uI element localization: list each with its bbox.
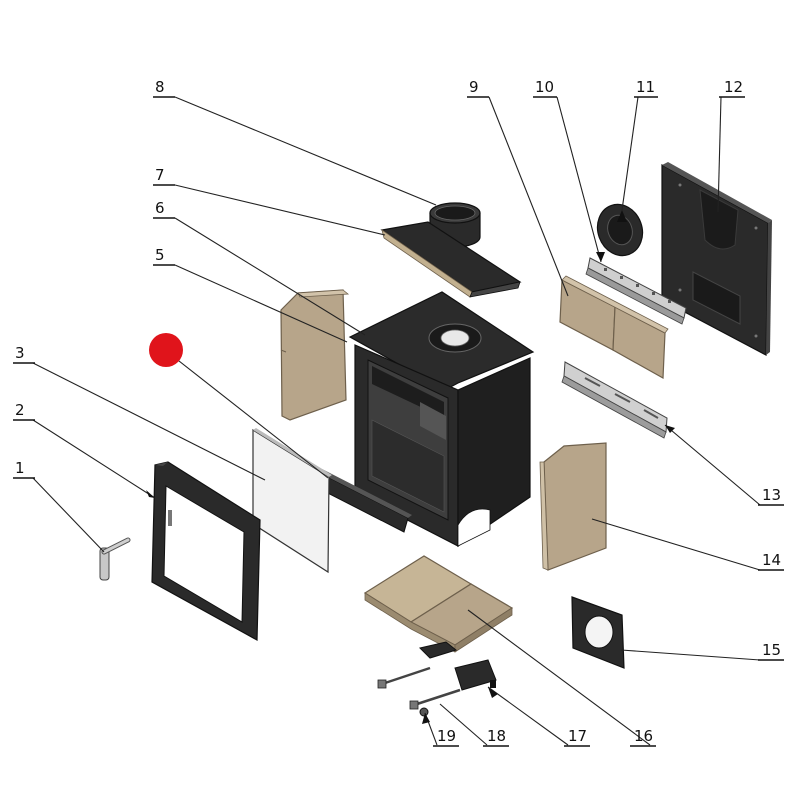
label-7: 7 <box>153 166 175 186</box>
svg-text:6: 6 <box>155 199 165 217</box>
svg-text:5: 5 <box>155 246 165 264</box>
label-17: 17 <box>564 727 590 747</box>
baffle-bracket <box>561 361 668 439</box>
label-14: 14 <box>758 551 784 571</box>
label-3: 3 <box>13 344 35 364</box>
svg-text:13: 13 <box>762 486 781 504</box>
svg-text:8: 8 <box>155 78 165 96</box>
svg-text:12: 12 <box>724 78 743 96</box>
side-brick-left <box>280 289 350 421</box>
svg-text:18: 18 <box>487 727 506 745</box>
svg-text:17: 17 <box>568 727 587 745</box>
label-1: 1 <box>13 459 35 479</box>
tool-handle <box>99 537 131 581</box>
svg-text:2: 2 <box>15 401 25 419</box>
svg-text:3: 3 <box>15 344 25 362</box>
slide-control <box>377 666 461 710</box>
label-5: 5 <box>153 246 175 266</box>
svg-text:9: 9 <box>469 78 479 96</box>
label-9: 9 <box>467 78 489 98</box>
control-plate <box>419 641 497 691</box>
label-18: 18 <box>483 727 509 747</box>
label-2: 2 <box>13 401 35 421</box>
side-brick-right <box>539 442 607 571</box>
rear-brick <box>559 275 669 379</box>
label-11: 11 <box>634 78 658 98</box>
blanking-plate <box>596 203 644 257</box>
label-6: 6 <box>153 199 175 219</box>
svg-text:19: 19 <box>437 727 456 745</box>
svg-text:14: 14 <box>762 551 781 569</box>
spigot-plate <box>571 596 625 669</box>
leader-lines <box>32 96 761 746</box>
control-knob <box>419 707 429 717</box>
label-19: 19 <box>433 727 459 747</box>
label-12: 12 <box>719 78 745 98</box>
label-10: 10 <box>533 78 557 98</box>
svg-text:11: 11 <box>636 78 655 96</box>
stove-body <box>348 291 535 548</box>
label-13: 13 <box>758 486 784 506</box>
label-15: 15 <box>758 641 784 661</box>
label-8: 8 <box>153 78 175 98</box>
svg-text:15: 15 <box>762 641 781 659</box>
red-dot-icon <box>149 333 183 367</box>
part-labels: 1 2 3 5 6 7 8 9 <box>13 78 784 747</box>
door-frame <box>151 461 261 642</box>
glass-panel <box>252 428 332 574</box>
air-bar <box>585 257 687 325</box>
svg-text:10: 10 <box>535 78 554 96</box>
back-panel <box>661 162 772 356</box>
base-brick <box>363 555 514 653</box>
svg-text:7: 7 <box>155 166 165 184</box>
top-plate <box>380 221 522 298</box>
svg-text:16: 16 <box>634 727 653 745</box>
svg-text:1: 1 <box>15 459 25 477</box>
label-16: 16 <box>630 727 656 747</box>
